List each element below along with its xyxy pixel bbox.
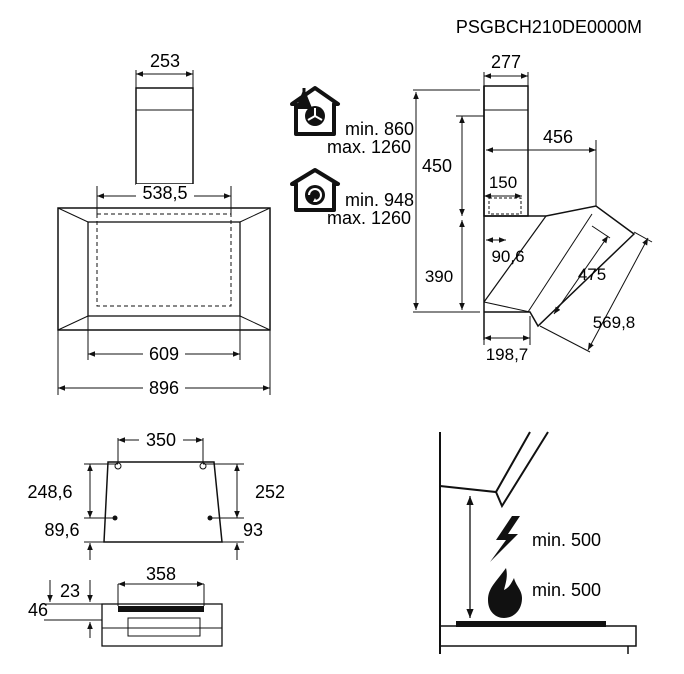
dim-glass-width: 609: [149, 344, 179, 364]
dim-inner-width: 538,5: [142, 183, 187, 203]
dim-left-bottom: 89,6: [44, 520, 79, 540]
dim-right-bottom: 93: [243, 520, 263, 540]
top-bracket-view: 358 23 46: [28, 564, 223, 647]
top-bracket-outline: [101, 603, 223, 647]
dim-right-height: 252: [255, 482, 285, 502]
dim-top-offset: 23: [60, 581, 80, 601]
dim-height-450: 450: [422, 156, 452, 176]
dim-glass-475: 475: [578, 265, 606, 284]
dim-left-height: 248,6: [27, 482, 72, 502]
model-code: PSGBCH210DE0000M: [456, 17, 642, 37]
extraction-max: max. 1260: [327, 137, 411, 157]
inner-dashed: [96, 213, 232, 307]
dim-height-390: 390: [425, 267, 453, 286]
dim-hole-spacing: 350: [146, 430, 176, 450]
side-view: 277 456 450 150 90,6 390 475: [413, 52, 653, 364]
height-ranges: min. 860 max. 1260 min. 948 max. 1260: [290, 86, 414, 228]
bracket-outline: [103, 461, 223, 543]
lightning-bolt-icon: [490, 516, 520, 562]
house-extraction-fan-icon: [290, 86, 340, 136]
house-recirculation-icon: [290, 168, 340, 212]
front-view: 253 538,5 609 896: [57, 51, 271, 398]
dim-base-198-7: 198,7: [486, 345, 529, 364]
dim-top-width: 358: [146, 564, 176, 584]
clearance-electric: min. 500: [532, 530, 601, 550]
recirculation-min: min. 948: [345, 190, 414, 210]
dim-offset-90-6: 90,6: [491, 247, 524, 266]
dim-glass-569-8: 569,8: [593, 313, 636, 332]
cooktop: [439, 625, 637, 647]
clearance-view: min. 500 min. 500: [439, 431, 637, 654]
clearance-gas: min. 500: [532, 580, 601, 600]
dim-chimney-width: 253: [150, 51, 180, 71]
dim-chimney-depth: 277: [491, 52, 521, 72]
dim-total-width: 896: [149, 378, 179, 398]
chimney: [135, 87, 194, 185]
dim-outlet-150: 150: [489, 173, 517, 192]
flame-icon: [488, 568, 522, 618]
hood-outline: [57, 207, 271, 331]
recirculation-max: max. 1260: [327, 208, 411, 228]
glass-panel: [87, 221, 241, 317]
dim-top-height: 46: [28, 600, 48, 620]
hood-side-profile: [484, 205, 636, 328]
dim-depth-456: 456: [543, 127, 573, 147]
bracket-view: 350 248,6 252 89,6 93: [27, 429, 285, 560]
extraction-min: min. 860: [345, 119, 414, 139]
